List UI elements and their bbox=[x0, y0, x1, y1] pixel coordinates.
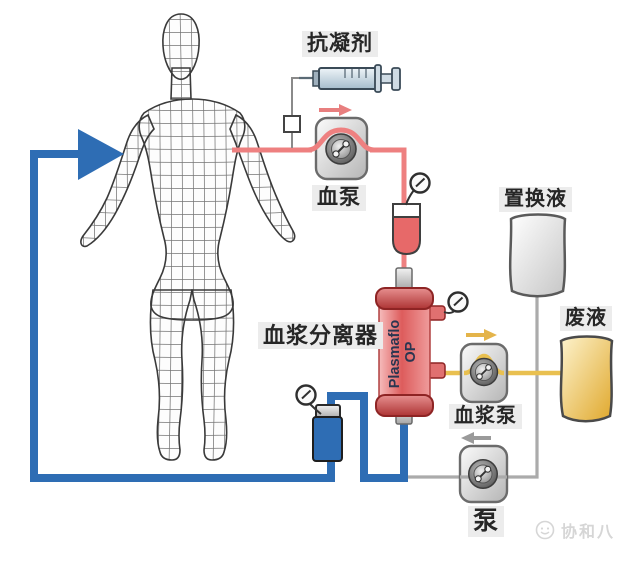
syringe-flange bbox=[374, 64, 382, 93]
venous-drip-chamber bbox=[312, 404, 343, 462]
plasma-pump-rotor-icon bbox=[469, 357, 499, 387]
arterial-drip-chamber bbox=[392, 203, 421, 256]
syringe-graduations bbox=[344, 69, 367, 78]
syringe-thumb-pad bbox=[391, 67, 401, 91]
arterial-pressure-gauge-icon bbox=[405, 172, 431, 206]
separator-top-cap bbox=[375, 287, 434, 310]
watermark-text: 协和八 bbox=[561, 524, 616, 541]
fluid-pump-rotor-icon bbox=[467, 458, 499, 490]
blood-pump-tube-arc bbox=[307, 127, 375, 153]
plasma-flow-arrow-icon bbox=[466, 329, 497, 341]
replacement-fluid-label: 置换液 bbox=[499, 187, 572, 212]
blood-pump-label: 血泵 bbox=[312, 185, 366, 212]
blood-draw-line-pump-to-separator bbox=[370, 147, 407, 212]
separator-brand: Plasmaflo OP bbox=[387, 316, 419, 389]
blood-flow-arrow-icon bbox=[319, 104, 352, 116]
plasma-pump-label: 血浆泵 bbox=[449, 404, 522, 429]
pump-label: 泵 bbox=[468, 506, 505, 537]
separator-top-port bbox=[395, 267, 413, 291]
return-flow-arrow bbox=[78, 129, 124, 180]
separator-pressure-gauge-icon bbox=[443, 291, 469, 314]
fluid-flow-arrow-icon bbox=[461, 432, 491, 444]
patient-body-figure bbox=[80, 13, 296, 461]
venous-pressure-gauge-icon bbox=[295, 384, 322, 415]
watermark: 协和八 bbox=[534, 518, 615, 542]
anticoagulant-line bbox=[291, 77, 318, 148]
syringe-barrel bbox=[318, 67, 377, 90]
anticoagulant-label: 抗凝剂 bbox=[302, 31, 378, 58]
separator-bottom-cap bbox=[375, 394, 434, 417]
return-line-separator-to-chamber bbox=[327, 392, 408, 482]
watermark-logo-icon bbox=[535, 520, 555, 540]
replacement-fluid-line bbox=[408, 296, 539, 479]
plasma-separator-label: 血浆分离器 bbox=[258, 322, 384, 350]
body-fill bbox=[80, 14, 295, 460]
waste-fluid-bag bbox=[559, 335, 614, 423]
anticoagulant-syringe-icon bbox=[299, 64, 401, 93]
waste-fluid-label: 废液 bbox=[560, 306, 612, 331]
replacement-fluid-bag bbox=[508, 213, 567, 298]
blood-pump-rotor-icon bbox=[325, 133, 357, 165]
plasma-separator-device: Plasmaflo OP bbox=[375, 267, 446, 425]
injection-port bbox=[283, 115, 301, 133]
return-line-to-patient bbox=[30, 150, 335, 482]
